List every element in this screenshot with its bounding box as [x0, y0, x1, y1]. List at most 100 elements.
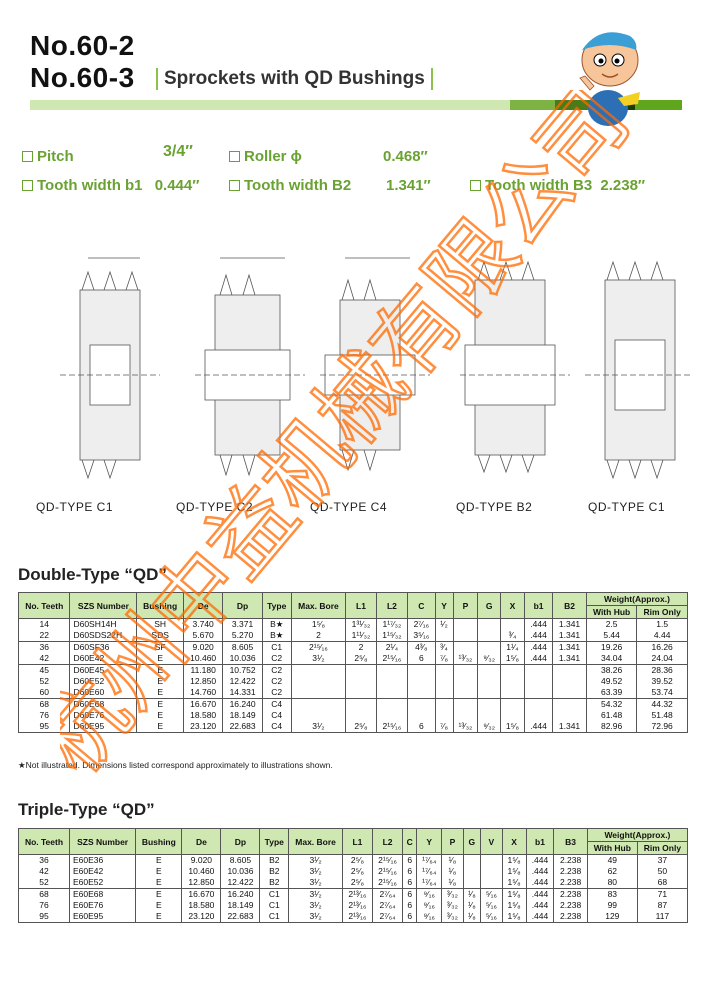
table-cell: ¹⁄₈	[441, 866, 464, 877]
table-cell	[290, 687, 347, 699]
table-cell	[477, 641, 501, 653]
table-cell: E60E52	[68, 877, 137, 889]
roller-value: 0.468″	[383, 148, 428, 165]
table-cell: 87	[636, 900, 689, 911]
table-cell: ¹³⁄₃₂	[452, 653, 479, 665]
table-cell: 36	[18, 854, 70, 866]
col-p: P	[441, 828, 464, 855]
table-cell: 1⁵⁄₈	[501, 854, 527, 866]
table-cell	[290, 664, 347, 676]
diagram-label-c1-triple: QD-TYPE C1	[588, 500, 666, 514]
col-de: De	[181, 828, 222, 855]
table-cell: 3¹⁄₂	[288, 854, 344, 866]
table-cell: 1⁵⁄₈	[499, 653, 526, 665]
col-no-teeth: No. Teeth	[18, 828, 70, 855]
table-cell: 61.48	[585, 710, 638, 721]
table-cell: 76	[17, 710, 71, 721]
col-y: Y	[416, 828, 443, 855]
table-cell: E	[136, 721, 184, 733]
triple-type-table: No. Teeth SZS Number Bushing De Dp Type …	[18, 828, 689, 923]
table-cell: 6	[407, 721, 436, 733]
table-cell	[523, 710, 554, 721]
table-cell: 6	[402, 888, 418, 900]
table-cell: 22.683	[220, 911, 261, 923]
table-cell	[523, 687, 554, 699]
table-cell: 99	[586, 900, 638, 911]
roller-label: Roller ϕ	[244, 148, 302, 165]
table-cell: 2	[345, 641, 377, 653]
table-cell: 1³¹⁄₃₂	[345, 618, 377, 630]
spec-roller: Roller ϕ	[229, 148, 302, 165]
table-cell: ⁷⁄₈	[434, 653, 454, 665]
table-cell: 2¹⁵⁄₁₆	[371, 854, 404, 866]
table-cell	[477, 664, 501, 676]
table-cell	[462, 854, 482, 866]
table-cell: 18.149	[220, 900, 261, 911]
table-cell: E	[135, 866, 183, 877]
table-cell: 53.74	[636, 687, 688, 699]
table-cell: D60E95	[69, 721, 138, 733]
table-cell: D60E60	[69, 687, 138, 699]
col-b1: b1	[525, 828, 555, 855]
col-dp: Dp	[222, 592, 263, 619]
table-cell: 129	[586, 911, 638, 923]
table-cell	[477, 618, 501, 630]
table-cell	[499, 676, 526, 687]
table-cell: 2⁵⁄₈	[345, 721, 377, 733]
pitch-label: Pitch	[37, 148, 74, 165]
table-cell: C2	[261, 653, 292, 665]
table-cell: SF	[136, 641, 184, 653]
table-cell: E	[136, 664, 184, 676]
table-cell: ⁹⁄₁₆	[416, 911, 443, 923]
table-cell	[375, 676, 409, 687]
table-cell	[462, 877, 482, 889]
table-cell	[452, 641, 479, 653]
table-cell	[477, 698, 501, 710]
table-cell: ⁹⁄₃₂	[477, 653, 501, 665]
table-cell: 42	[17, 653, 71, 665]
table-cell	[477, 676, 501, 687]
table-cell: 8.605	[220, 854, 261, 866]
table-cell	[480, 877, 503, 889]
table-cell	[523, 698, 554, 710]
table-cell	[290, 676, 347, 687]
table-cell: ³⁄₃₂	[441, 900, 464, 911]
table-cell	[477, 687, 501, 699]
col-no-teeth: No. Teeth	[17, 592, 71, 619]
table-cell: SH	[136, 618, 184, 630]
table-cell	[499, 710, 526, 721]
table-cell: ¹⁷⁄₆₄	[416, 866, 443, 877]
table-cell: 16.240	[220, 888, 261, 900]
table-cell	[407, 687, 436, 699]
table-cell: 24.04	[636, 653, 688, 665]
table-cell: D60E42	[69, 653, 138, 665]
table-cell: D60E52	[69, 676, 138, 687]
col-type: Type	[261, 592, 292, 619]
table-cell: 3¹⁄₂	[288, 900, 344, 911]
table-cell: E	[136, 653, 184, 665]
table-cell: C4	[261, 721, 292, 733]
tooth-b1-value: 0.444″	[154, 177, 200, 194]
table-cell: 22	[17, 630, 71, 642]
col-bushing: Bushing	[135, 828, 183, 855]
table-cell: .444	[523, 653, 554, 665]
table-cell: 1¹¹⁄₃₂	[345, 630, 377, 642]
table-cell: 2⁵⁄₈	[342, 866, 373, 877]
table-cell: 10.036	[222, 653, 263, 665]
table-cell	[345, 710, 377, 721]
col-b2: B2	[552, 592, 587, 619]
table-cell	[407, 664, 436, 676]
table-cell: 54.32	[585, 698, 638, 710]
table-cell: 6	[402, 854, 418, 866]
table-cell: 1.341	[552, 618, 587, 630]
table-cell	[499, 698, 526, 710]
table-cell: C4	[261, 710, 292, 721]
table-cell: E	[136, 687, 184, 699]
tooth-b3-label: Tooth width B3	[485, 177, 593, 194]
table-cell	[290, 698, 347, 710]
